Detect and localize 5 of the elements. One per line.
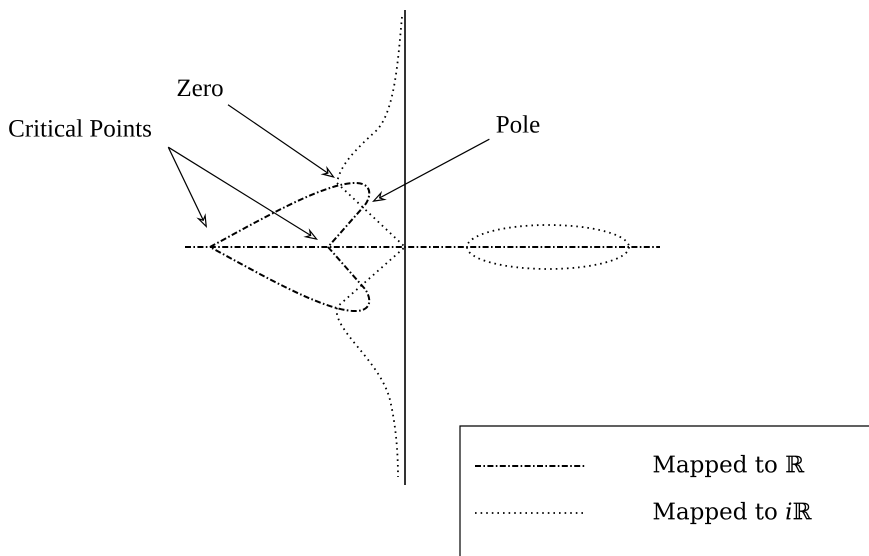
label-text: Pole xyxy=(496,115,540,133)
label-text: Critical Points xyxy=(9,119,151,137)
legend-label: Mapped to 𝑖ℝ xyxy=(654,502,812,524)
legend-label: Mapped to ℝ xyxy=(654,454,804,478)
label-text: Zero xyxy=(178,80,223,96)
